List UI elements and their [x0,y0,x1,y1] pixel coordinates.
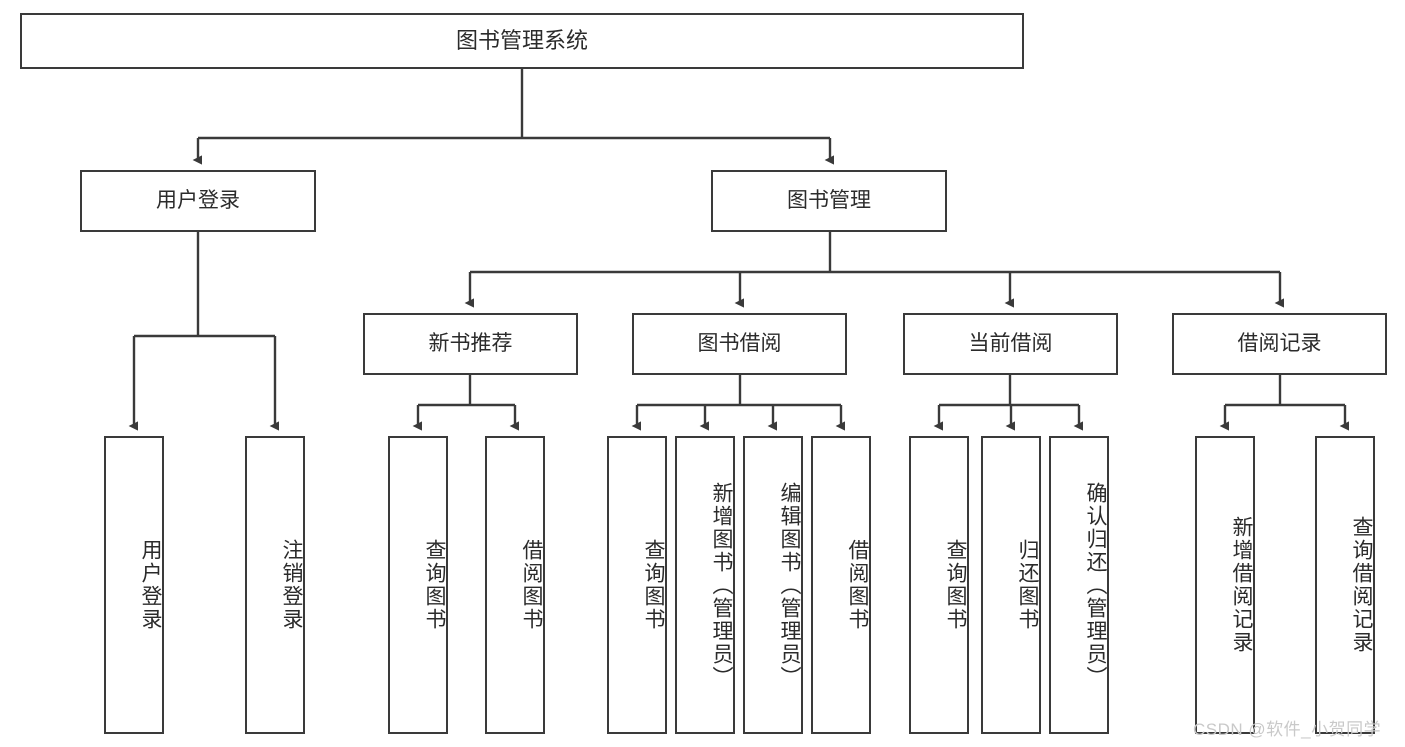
node-leaf-query-borrowing-record[interactable]: 查询借阅记录 [1315,436,1375,734]
watermark: CSDN @软件_小贺同学 [1193,720,1382,739]
node-label: 确认归还（管理员） [1084,481,1107,689]
node-book-management[interactable]: 图书管理 [711,170,947,232]
node-label: 借阅记录 [1237,331,1322,355]
node-label: 借阅图书 [520,539,543,631]
node-label: 注销登录 [280,539,303,631]
node-leaf-user-login[interactable]: 用户登录 [104,436,164,734]
node-leaf-query-book-recommendation[interactable]: 查询图书 [388,436,448,734]
node-label: 借阅图书 [846,539,869,631]
node-label: 查询图书 [944,539,967,631]
node-label: 查询图书 [642,539,665,631]
node-root-book-management-system[interactable]: 图书管理系统 [20,13,1024,69]
node-label: 新增图书（管理员） [710,481,733,689]
node-current-borrowing[interactable]: 当前借阅 [903,313,1118,375]
node-leaf-user-logout[interactable]: 注销登录 [245,436,305,734]
node-user-login[interactable]: 用户登录 [80,170,316,232]
node-borrowing-record[interactable]: 借阅记录 [1172,313,1387,375]
node-label: 图书借阅 [697,331,782,355]
node-new-book-recommendation[interactable]: 新书推荐 [363,313,578,375]
node-leaf-query-book-borrowing[interactable]: 查询图书 [607,436,667,734]
node-leaf-borrow-book-recommendation[interactable]: 借阅图书 [485,436,545,734]
node-label: 图书管理 [787,188,871,212]
node-leaf-confirm-return-admin[interactable]: 确认归还（管理员） [1049,436,1109,734]
node-leaf-add-borrowing-record[interactable]: 新增借阅记录 [1195,436,1255,734]
node-label: 查询借阅记录 [1350,516,1373,654]
node-leaf-edit-book-admin[interactable]: 编辑图书（管理员） [743,436,803,734]
node-label: 归还图书 [1016,539,1039,631]
node-label: 查询图书 [423,539,446,631]
node-book-borrowing[interactable]: 图书借阅 [632,313,847,375]
node-label: 当前借阅 [968,331,1053,355]
node-leaf-return-book[interactable]: 归还图书 [981,436,1041,734]
node-label: 用户登录 [139,539,162,631]
node-label: 图书管理系统 [455,28,588,54]
node-label: 用户登录 [156,188,240,212]
node-label: 新书推荐 [428,331,513,355]
node-label: 编辑图书（管理员） [778,481,801,689]
node-leaf-query-book-current[interactable]: 查询图书 [909,436,969,734]
node-leaf-add-book-admin[interactable]: 新增图书（管理员） [675,436,735,734]
node-leaf-borrow-book-borrowing[interactable]: 借阅图书 [811,436,871,734]
node-label: 新增借阅记录 [1230,516,1253,654]
